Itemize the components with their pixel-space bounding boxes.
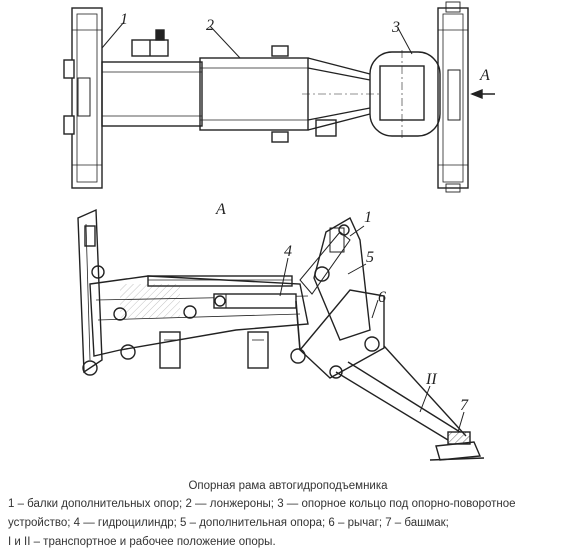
callout-side-1: 1 bbox=[364, 209, 372, 226]
small-block bbox=[315, 119, 337, 137]
leader-line-3 bbox=[397, 27, 413, 55]
callout-2: 2 bbox=[206, 17, 214, 34]
legend-line: устройство; 4 — гидроцилиндр; 5 – дополн… bbox=[8, 517, 449, 529]
callout-II: II bbox=[425, 371, 437, 388]
top-view bbox=[63, 1, 495, 193]
frame-girder bbox=[89, 275, 309, 360]
leader-line-1 bbox=[101, 21, 125, 49]
side-view-title: A bbox=[215, 201, 226, 218]
lever bbox=[290, 289, 385, 379]
callout-7: 7 bbox=[460, 397, 469, 414]
view-arrow-label: A bbox=[479, 67, 490, 84]
hydraulic-cylinder bbox=[213, 293, 297, 309]
side-view bbox=[77, 208, 485, 461]
cylinder-rod bbox=[295, 300, 301, 351]
figure-legend: 1 – балки дополнительных опор; 2 — лонже… bbox=[8, 495, 568, 552]
figure-caption: Опорная рама автогидроподъемника bbox=[188, 480, 388, 492]
callout-6: 6 bbox=[378, 289, 386, 306]
support-frame-drawing: 1 2 3 A bbox=[63, 1, 495, 461]
longerons bbox=[101, 57, 380, 131]
leader-line-2 bbox=[209, 25, 241, 59]
legend-line: 1 – балки дополнительных опор; 2 — лонже… bbox=[8, 498, 516, 510]
right-support-beam bbox=[437, 1, 469, 193]
hydraulic-unit bbox=[131, 29, 169, 57]
working-arm bbox=[335, 345, 467, 441]
support-ring bbox=[369, 50, 441, 140]
view-arrow bbox=[470, 88, 495, 100]
leader-line-6 bbox=[371, 299, 379, 319]
callout-3: 3 bbox=[391, 19, 400, 36]
leader-line-7 bbox=[457, 411, 465, 433]
leader-line-5 bbox=[347, 263, 367, 275]
callout-1: 1 bbox=[120, 11, 128, 28]
small-block bbox=[271, 131, 289, 143]
callout-4: 4 bbox=[284, 243, 292, 260]
small-block bbox=[271, 45, 289, 57]
leader-line-1b bbox=[349, 225, 365, 237]
leader-line-II bbox=[419, 385, 431, 413]
frame-deck bbox=[147, 275, 293, 287]
support-shoe bbox=[429, 431, 485, 461]
left-support-beam bbox=[63, 7, 103, 189]
additional-support bbox=[299, 217, 371, 341]
callout-5: 5 bbox=[366, 249, 374, 266]
leader-line-4 bbox=[279, 257, 289, 297]
left-support-leg bbox=[77, 208, 105, 376]
frame-feet bbox=[159, 331, 269, 369]
legend-line: I и II – транспортное и рабочее положени… bbox=[8, 536, 276, 548]
